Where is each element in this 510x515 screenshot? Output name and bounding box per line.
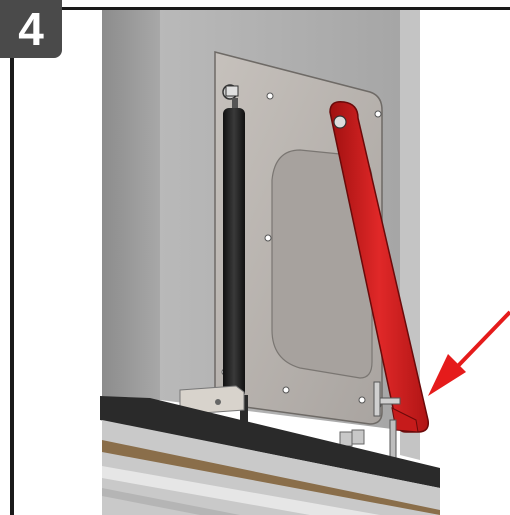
step-number-badge: 4 xyxy=(0,0,62,58)
pointer-arrow xyxy=(428,310,510,396)
bracket xyxy=(351,429,365,445)
frame-left-border xyxy=(10,7,14,515)
cabinet-left-wall xyxy=(102,10,160,420)
bracket xyxy=(339,431,353,447)
release-handle xyxy=(329,100,430,461)
frame-top-border xyxy=(14,7,510,10)
gas-strut xyxy=(222,84,248,425)
bottom-tray xyxy=(100,396,440,515)
